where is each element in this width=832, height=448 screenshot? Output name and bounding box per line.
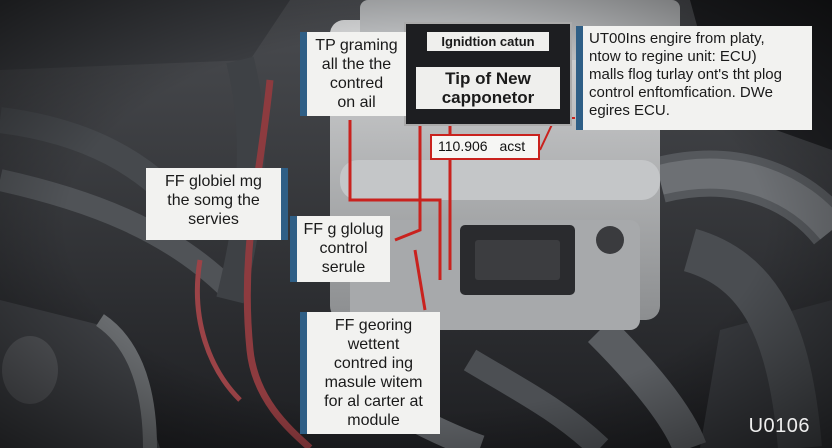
- callout-line: on ail: [337, 94, 376, 111]
- plate-top-label: Ignidtion catun: [427, 32, 549, 51]
- readout-suffix: acst: [499, 138, 526, 154]
- callout-top-left: TP graming all the the contred on ail: [300, 32, 406, 116]
- callout-line: module: [347, 412, 400, 429]
- callout-line: egires ECU.: [589, 102, 670, 119]
- callout-line: FF g glolug: [303, 221, 384, 238]
- callout-line: malls flog turlay ont's tht plog: [589, 66, 782, 83]
- callout-center: FF g glolug control serule: [290, 216, 390, 282]
- callout-line: FF georing: [334, 317, 413, 334]
- callout-mid-left: FF globiel mg the somg the servies: [146, 168, 288, 240]
- readout-box: 110.906 acst: [430, 134, 540, 160]
- callout-line: wettent: [347, 336, 400, 353]
- ignition-plate: Ignidtion catun Tip of New capponetor: [404, 22, 572, 126]
- callout-line: masule witem: [324, 374, 423, 391]
- callout-line: UT00Ins engire from platy,: [589, 30, 765, 47]
- plate-bottom-label: Tip of New capponetor: [416, 67, 560, 109]
- callout-line: control: [319, 240, 368, 257]
- callout-line: contred: [329, 75, 384, 92]
- callout-line: all the the: [321, 56, 392, 73]
- callout-line: servies: [188, 211, 239, 228]
- fault-code-label: U0106: [748, 415, 810, 437]
- callout-top-right: UT00Ins engire from platy, ntow to regin…: [576, 26, 812, 130]
- callout-line: contred ing: [333, 355, 414, 372]
- callout-line: the somg the: [167, 192, 260, 209]
- callout-line: ntow to regine unit: ECU): [589, 48, 757, 65]
- callout-line: for al carter at: [324, 393, 423, 410]
- readout-value: 110.906: [438, 138, 488, 154]
- callout-line: serule: [321, 259, 366, 276]
- callout-line: control enftomfication. DWe: [589, 84, 773, 101]
- callout-bottom: FF georing wettent contred ing masule wi…: [300, 312, 440, 434]
- callout-line: TP graming: [315, 37, 398, 54]
- callout-line: FF globiel mg: [165, 173, 262, 190]
